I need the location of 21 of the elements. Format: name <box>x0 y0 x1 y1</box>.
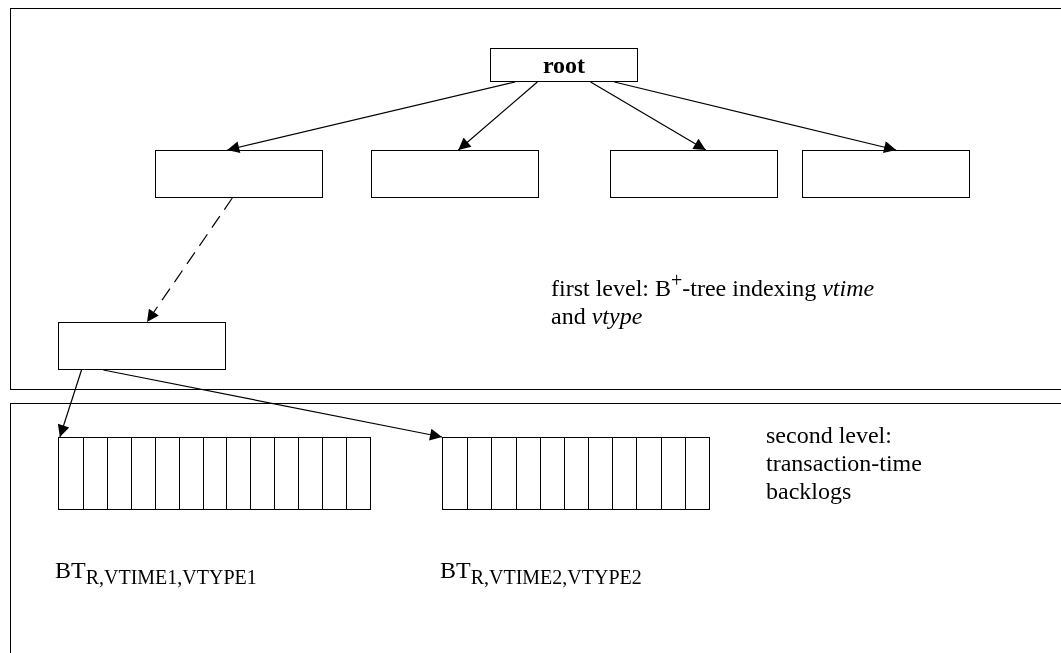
root-node: root <box>490 48 638 82</box>
empty-box <box>371 150 539 198</box>
arrow <box>613 81 897 153</box>
empty-box <box>155 150 323 198</box>
arrow <box>57 369 83 438</box>
level-band <box>10 8 1061 390</box>
backlog-caption: BT$_{R,VTIME1,VTYPE1}$ <box>55 556 257 590</box>
arrow <box>102 369 443 441</box>
empty-box <box>58 322 226 370</box>
arrow <box>590 81 707 151</box>
empty-box <box>610 150 778 198</box>
level-band <box>10 403 1061 653</box>
arrow <box>457 81 538 151</box>
empty-box <box>802 150 970 198</box>
backlog-caption: BT$_{R,VTIME2,VTYPE2}$ <box>440 556 642 590</box>
level-description: second level: transaction-time backlogs <box>766 421 923 505</box>
dashed-arrow <box>146 197 233 323</box>
backlog-drawing <box>442 437 710 510</box>
level-description: first level: B$^{+}$-tree indexing vtime and vtype <box>551 268 876 330</box>
arrow <box>226 81 516 154</box>
backlog-drawing <box>58 437 371 510</box>
